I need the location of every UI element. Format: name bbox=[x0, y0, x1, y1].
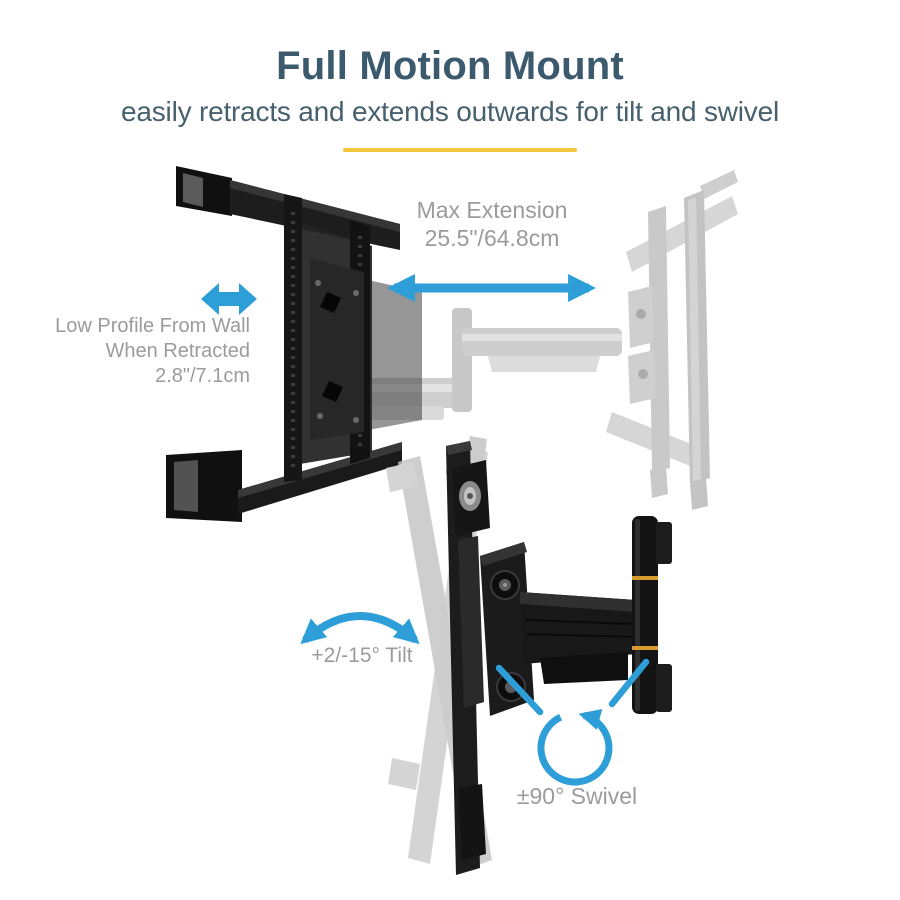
page-subtitle: easily retracts and extends outwards for… bbox=[121, 96, 779, 127]
max-extension-line2: 25.5"/64.8cm bbox=[424, 224, 560, 251]
low-profile-line1: Low Profile From Wall bbox=[55, 315, 250, 337]
max-extension-label: Max Extension 25.5"/64.8cm bbox=[360, 197, 624, 252]
max-extension-line1: Max Extension bbox=[416, 197, 568, 223]
tilt-arc-arrow-icon bbox=[300, 612, 420, 645]
side-mount-photo bbox=[446, 441, 672, 875]
low-profile-label: Low Profile From Wall When Retracted 2.8… bbox=[20, 314, 250, 388]
accent-divider bbox=[343, 148, 577, 152]
swivel-label: ±90° Swivel bbox=[516, 783, 638, 809]
wall-post bbox=[632, 516, 672, 714]
swivel-rotate-arrow-icon bbox=[537, 709, 613, 786]
extended-vesa-bracket-ghost bbox=[606, 170, 738, 510]
swivel-pointer-lines bbox=[495, 658, 650, 716]
low-profile-line3: 2.8"/7.1cm bbox=[155, 364, 250, 387]
tilt-label: +2/-15° Tilt bbox=[311, 644, 413, 667]
low-profile-line2: When Retracted bbox=[105, 339, 250, 362]
page-title: Full Motion Mount bbox=[276, 44, 624, 88]
retract-arrow-icon bbox=[201, 283, 257, 315]
retracted-mount-photo bbox=[166, 166, 422, 522]
extended-mount-ghost bbox=[356, 308, 622, 420]
